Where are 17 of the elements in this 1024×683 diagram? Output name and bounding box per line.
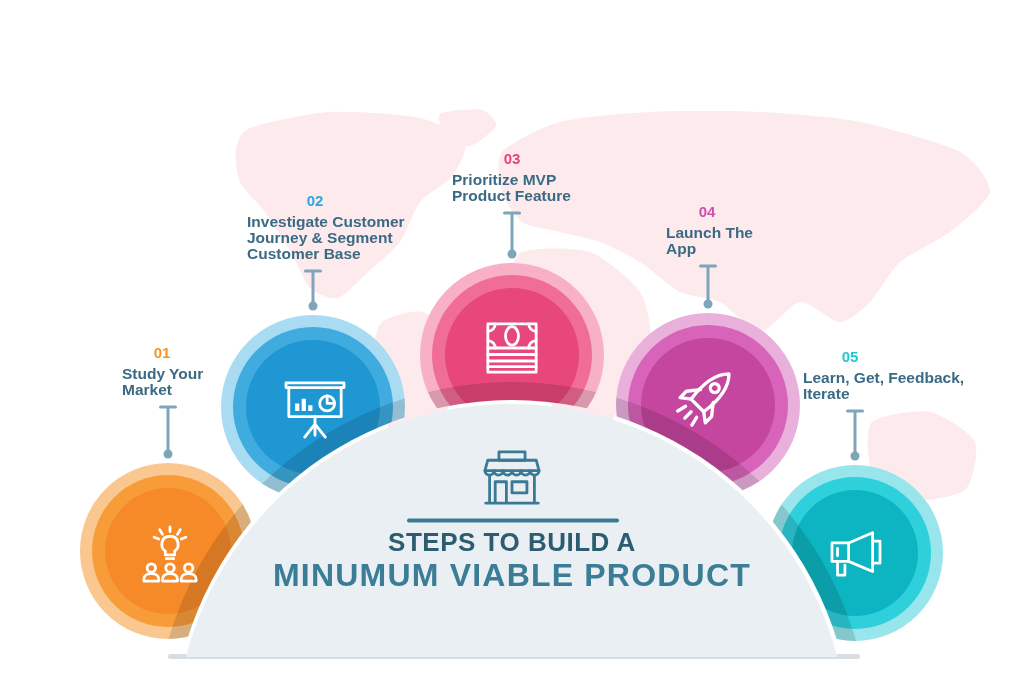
step-title: Launch The App: [666, 225, 754, 257]
title-text: MINUMUM VIABLE PRODUCT: [272, 557, 752, 593]
step-title: Investigate Customer Journey & Segment Customer Base: [247, 214, 406, 262]
step-title: Learn, Get, Feedback, Iterate: [803, 370, 966, 402]
step-number: 03: [503, 150, 521, 168]
step-number: 05: [841, 348, 859, 366]
step-number: 04: [698, 203, 716, 221]
leader-line: [304, 269, 322, 311]
leader-line: [503, 211, 521, 259]
leader-line: [846, 409, 864, 461]
leader-line: [159, 405, 177, 459]
title-text: STEPS TO BUILD A: [387, 527, 637, 557]
step-number: 01: [153, 344, 171, 362]
leader-line: [699, 264, 717, 309]
step-number: 02: [306, 192, 324, 210]
step-title: Prioritize MVP Product Feature: [452, 172, 572, 204]
step-title: Study Your Market: [122, 366, 205, 398]
